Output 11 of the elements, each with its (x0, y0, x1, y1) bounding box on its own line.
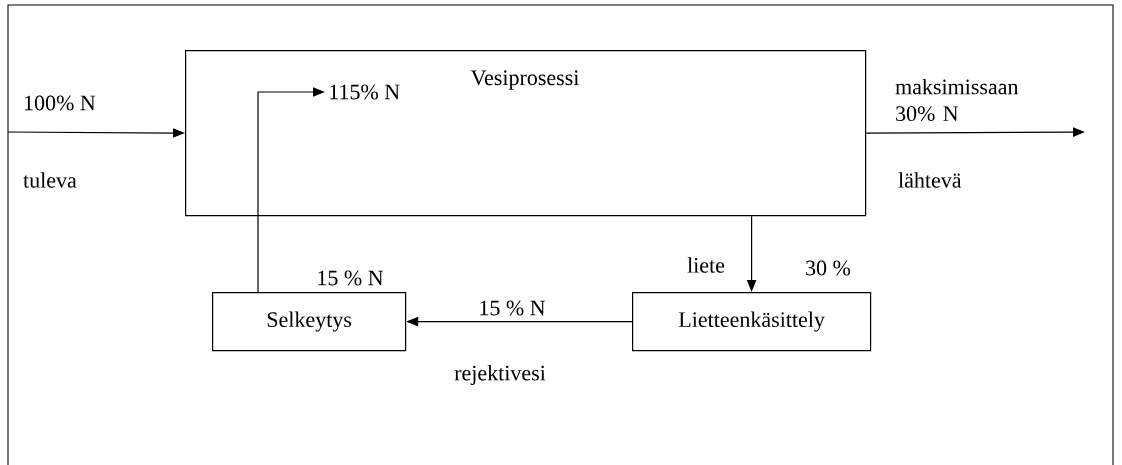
flow-label: tuleva (23, 172, 77, 188)
flow-label: rejektivesi (454, 365, 546, 385)
process-box: Selkeytys (212, 292, 407, 352)
edge-label: 15 % N (480, 300, 546, 316)
process-box: Lietteenkäsittely (632, 292, 872, 352)
flow-label: lähtevä (898, 172, 962, 188)
edge-label: 100% N (24, 95, 96, 111)
edge-label: liete (687, 257, 725, 273)
edge-label: 15 % N (318, 270, 384, 286)
flow-text: 115% N (330, 84, 400, 100)
edge-label: maksimissaan 30% N (895, 78, 1019, 122)
